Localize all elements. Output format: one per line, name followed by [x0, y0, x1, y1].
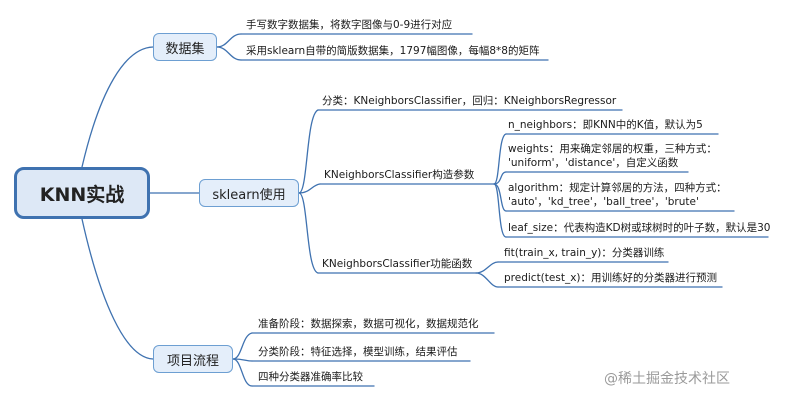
param-algorithm-options: 'auto'，'kd_tree'，'ball_tree'，'brute' [508, 196, 699, 208]
functions-label: KNeighborsClassifier功能函数 [322, 258, 473, 270]
process-item-1: 准备阶段：数据探索，数据可视化，数据规范化 [258, 318, 479, 330]
topic-process[interactable]: 项目流程 [153, 345, 233, 373]
process-item-3: 四种分类器准确率比较 [258, 371, 363, 383]
dataset-item-2: 采用sklearn自带的简版数据集，1797幅图像，每幅8*8的矩阵 [246, 45, 540, 57]
topic-dataset[interactable]: 数据集 [153, 33, 217, 61]
link-root-dataset [81, 46, 154, 168]
function-fit: fit(train_x, train_y)：分类器训练 [504, 247, 665, 259]
dataset-item-1: 手写数字数据集，将数字图像与0-9进行对应 [246, 19, 453, 31]
link-root-process [81, 218, 154, 360]
param-weights: weights：用来确定邻居的权重，三种方式： [508, 143, 717, 155]
topic-sklearn[interactable]: sklearn使用 [199, 179, 299, 207]
param-leaf-size: leaf_size：代表构造KD树或球树时的叶子数，默认是30 [508, 222, 771, 234]
function-predict: predict(test_x)：用训练好的分类器进行预测 [504, 272, 718, 284]
process-item-2: 分类阶段：特征选择，模型训练，结果评估 [258, 346, 458, 358]
watermark: @稀土掘金技术社区 [604, 371, 730, 387]
root-node[interactable]: KNN实战 [14, 167, 150, 219]
param-weights-options: 'uniform'，'distance'，自定义函数 [508, 157, 679, 169]
constructor-label: KNeighborsClassifier构造参数 [324, 169, 475, 181]
sklearn-classification: 分类：KNeighborsClassifier，回归：KNeighborsReg… [322, 95, 617, 107]
param-algorithm: algorithm：规定计算邻居的方法，四种方式： [508, 182, 727, 194]
param-n-neighbors: n_neighbors：即KNN中的K值，默认为5 [508, 119, 703, 131]
